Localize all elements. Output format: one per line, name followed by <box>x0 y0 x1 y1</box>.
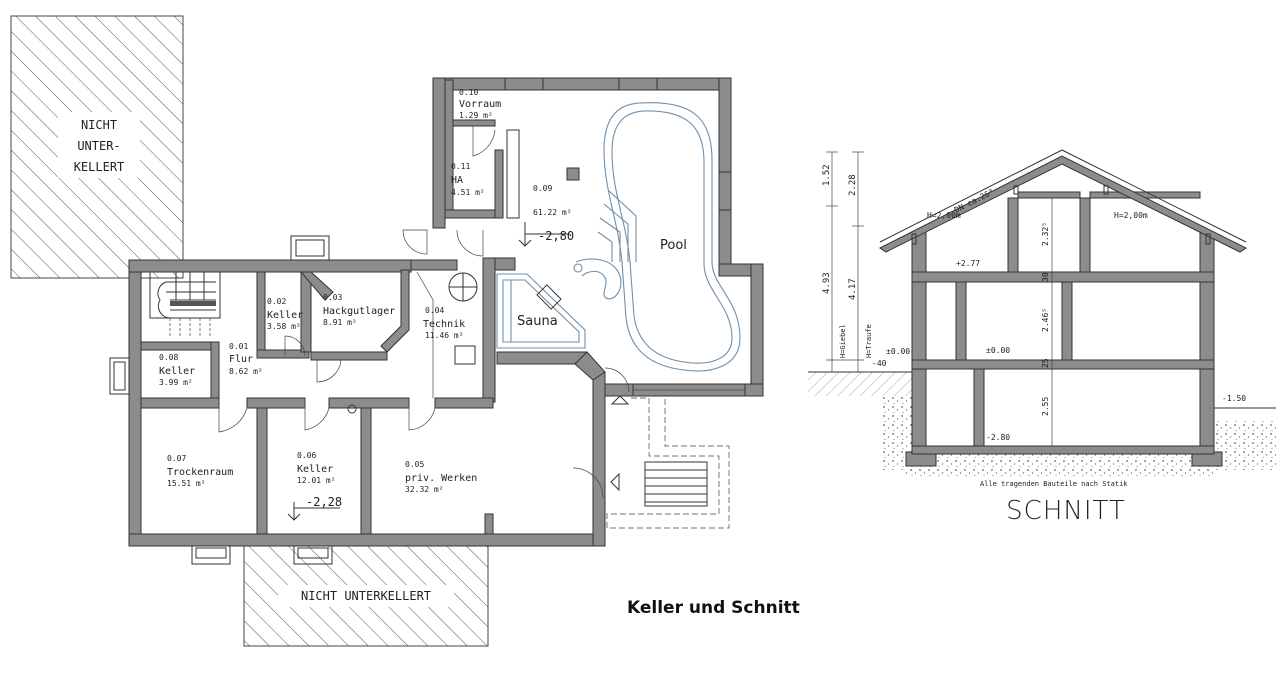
svg-text:0.03: 0.03 <box>323 293 342 302</box>
svg-text:11.46 m²: 11.46 m² <box>425 331 464 340</box>
section-dim-4: 25 <box>1041 358 1050 368</box>
plan-doors <box>218 126 630 499</box>
svg-text:3.99 m²: 3.99 m² <box>159 378 193 387</box>
svg-text:12.01 m²: 12.01 m² <box>297 476 336 485</box>
svg-text:0.08: 0.08 <box>159 353 178 362</box>
section-dim-5: 2.55 <box>1041 397 1050 416</box>
section-h-left: H=2,00m <box>927 211 961 220</box>
plan-windows <box>109 77 746 565</box>
svg-text:0.02: 0.02 <box>267 297 286 306</box>
room-0-09: 0.09 61.22 m² <box>533 184 572 217</box>
hatched-label-line-1: NICHT <box>81 118 117 132</box>
svg-text:1.29 m²: 1.29 m² <box>459 111 493 120</box>
svg-text:Hackgutlager: Hackgutlager <box>323 306 395 317</box>
plan-sauna <box>496 273 586 349</box>
hatched-area-bottom: NICHT UNTERKELLERT <box>243 545 489 647</box>
level-pool-hall: -2,80 <box>538 229 574 243</box>
section-dim-outer-1: 1.52 <box>822 164 832 186</box>
svg-text:Trockenraum: Trockenraum <box>167 467 233 478</box>
section-drawing: DN ca.26° H=2,00m H=2,00m +2.77 ±0.00 ±0… <box>808 149 1276 526</box>
svg-text:0.07: 0.07 <box>167 454 186 463</box>
svg-text:3.58 m²: 3.58 m² <box>267 322 301 331</box>
plan-level-markers: -2,80 -2,28 <box>287 222 574 521</box>
hatched-label-line-3: KELLERT <box>74 160 125 174</box>
section-title: SCHNITT <box>1006 496 1126 526</box>
label-pool: Pool <box>660 238 687 253</box>
room-0-08: 0.08 Keller 3.99 m² <box>159 353 195 387</box>
section-level-277: +2.77 <box>956 259 980 268</box>
section-level-m280: -2.80 <box>986 433 1010 442</box>
label-sauna: Sauna <box>517 314 558 329</box>
section-h-right: H=2,00m <box>1114 211 1148 220</box>
section-dim-2: 30 <box>1041 272 1050 282</box>
room-labels: 0.10 Vorraum 1.29 m² 0.11 HA 4.51 m² 0.0… <box>159 88 687 494</box>
plan-stairs-west <box>149 271 221 336</box>
svg-text:0.10: 0.10 <box>459 88 478 97</box>
svg-text:8.91 m²: 8.91 m² <box>323 318 357 327</box>
svg-text:Keller: Keller <box>159 366 195 377</box>
section-dim-outer-2: 4.93 <box>822 272 832 294</box>
room-0-04: 0.04 Technik 11.46 m² <box>423 306 465 340</box>
svg-text:8.62 m²: 8.62 m² <box>229 367 263 376</box>
svg-text:4.51 m²: 4.51 m² <box>451 188 485 197</box>
room-0-06: 0.06 Keller 12.01 m² <box>297 451 336 485</box>
section-h-giebel: H=Giebel <box>839 324 847 358</box>
svg-text:Keller: Keller <box>297 464 333 475</box>
section-level-m040: -40 <box>872 359 887 368</box>
room-0-05: 0.05 priv. Werken 32.32 m² <box>405 460 477 494</box>
room-0-11: 0.11 HA 4.51 m² <box>451 162 485 197</box>
section-dim-1: 2.32⁵ <box>1041 222 1050 246</box>
section-level-m150: -1.50 <box>1222 394 1246 403</box>
svg-text:0.09: 0.09 <box>533 184 552 193</box>
hatched-label-bottom: NICHT UNTERKELLERT <box>301 589 431 603</box>
svg-text:15.51 m²: 15.51 m² <box>167 479 206 488</box>
svg-text:61.22 m²: 61.22 m² <box>533 208 572 217</box>
room-0-01: 0.01 Flur 8.62 m² <box>229 342 263 376</box>
svg-text:Flur: Flur <box>229 354 253 365</box>
room-0-10: 0.10 Vorraum 1.29 m² <box>459 88 501 120</box>
svg-text:priv. Werken: priv. Werken <box>405 473 477 484</box>
room-0-03: 0.03 Hackgutlager 8.91 m² <box>323 293 395 327</box>
svg-text:Vorraum: Vorraum <box>459 99 501 110</box>
section-h-traufe: H=Traufe <box>865 324 873 358</box>
section-level-000-mid: ±0.00 <box>986 346 1010 355</box>
section-level-000-left: ±0.00 <box>886 347 910 356</box>
level-keller: -2,28 <box>306 495 342 509</box>
section-dim-inner-2: 4.17 <box>848 278 858 300</box>
svg-text:0.06: 0.06 <box>297 451 316 460</box>
svg-text:0.01: 0.01 <box>229 342 248 351</box>
svg-text:0.11: 0.11 <box>451 162 470 171</box>
section-dim-inner-1: 2.28 <box>848 174 858 196</box>
svg-text:HA: HA <box>451 175 463 186</box>
svg-text:Keller: Keller <box>267 310 303 321</box>
section-dim-3: 2.46⁵ <box>1041 308 1050 332</box>
hatched-area-top-left: NICHT UNTER- KELLERT <box>10 15 184 279</box>
plan-pool <box>573 102 741 372</box>
room-0-07: 0.07 Trockenraum 15.51 m² <box>167 454 233 488</box>
drawing-caption: Keller und Schnitt <box>627 598 800 618</box>
hatched-label-line-2: UNTER- <box>77 139 120 153</box>
plan-technik-equipment <box>416 271 478 398</box>
plan-exterior-stair <box>606 395 730 529</box>
svg-text:Technik: Technik <box>423 319 465 330</box>
svg-text:0.04: 0.04 <box>425 306 444 315</box>
svg-text:32.32 m²: 32.32 m² <box>405 485 444 494</box>
svg-text:0.05: 0.05 <box>405 460 424 469</box>
section-note: Alle tragenden Bauteile nach Statik <box>980 480 1128 488</box>
room-0-02: 0.02 Keller 3.58 m² <box>267 297 303 331</box>
